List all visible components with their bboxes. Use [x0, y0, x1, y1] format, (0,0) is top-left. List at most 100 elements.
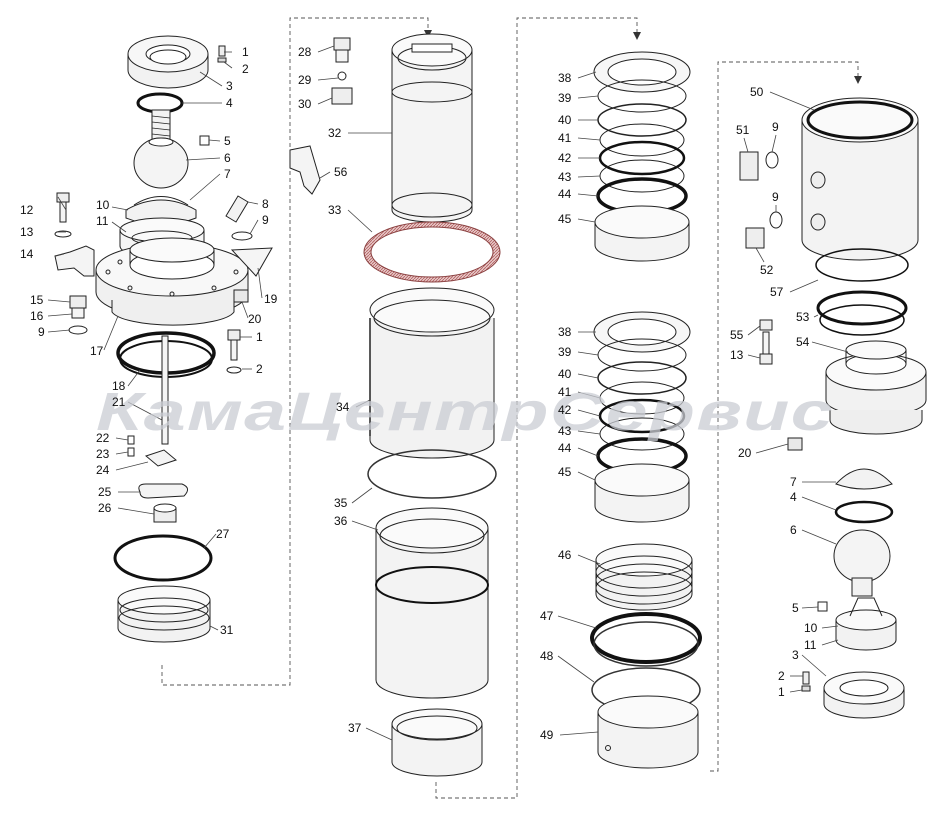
socket-parts-10-11-right	[835, 597, 897, 651]
part-label: 7	[224, 167, 231, 181]
part-label: 35	[334, 496, 348, 510]
part-label: 24	[96, 463, 110, 477]
bracket-part-56	[289, 145, 321, 195]
screw-part-8	[225, 195, 253, 241]
part-label: 56	[334, 165, 348, 179]
part-label: 29	[298, 73, 312, 87]
part-label: 43	[558, 170, 572, 184]
part-label: 31	[220, 623, 234, 637]
part-label: 2	[778, 669, 785, 683]
part-label: 28	[298, 45, 312, 59]
part-label: 2	[256, 362, 263, 376]
insert-part-5	[199, 135, 210, 146]
lower-flange-part-54	[825, 340, 927, 435]
flange-part-3-right	[823, 671, 905, 719]
ring-part-4-right	[834, 500, 894, 524]
part-label: 3	[226, 79, 233, 93]
part-label: 5	[224, 134, 231, 148]
part-label: 23	[96, 447, 110, 461]
cup-part-7-right	[835, 468, 893, 490]
part-label: 39	[558, 345, 572, 359]
part-label: 41	[558, 385, 572, 399]
part-label: 2	[242, 62, 249, 76]
spring-stud	[151, 109, 171, 141]
part-label: 51	[736, 123, 750, 137]
part-label: 46	[558, 548, 572, 562]
part-label: 12	[20, 203, 34, 217]
bushing-part-37	[391, 708, 483, 777]
part-label: 8	[262, 197, 269, 211]
bolt-part-12	[54, 192, 72, 238]
sleeve-part-49	[597, 695, 699, 769]
seal-stack-lower-38-45	[593, 311, 691, 523]
part-label: 5	[792, 601, 799, 615]
part-label: 42	[558, 403, 572, 417]
part-label: 26	[98, 501, 112, 515]
part-label: 11	[96, 214, 109, 228]
part-labels: 1 2 3 4 5 6 7 8 9 12 10 11 13 14 19 15 1…	[20, 45, 818, 742]
part-label: 1	[242, 45, 249, 59]
part-label: 40	[558, 113, 572, 127]
part-label: 50	[750, 85, 764, 99]
ball-part-6	[133, 137, 189, 189]
part-label: 43	[558, 424, 572, 438]
part-label: 16	[30, 309, 44, 323]
part-label: 39	[558, 91, 572, 105]
part-label: 48	[540, 649, 554, 663]
insert-part-5-right	[817, 601, 828, 612]
part-label: 14	[20, 247, 34, 261]
part-label: 3	[792, 648, 799, 662]
part-label: 9	[772, 190, 779, 204]
part-label: 54	[796, 335, 810, 349]
part-label: 44	[558, 187, 572, 201]
part-label: 11	[804, 638, 817, 652]
piston-part-46	[595, 543, 693, 611]
leader-lines	[47, 45, 849, 741]
part-label: 10	[96, 198, 110, 212]
nut-part-26	[153, 503, 177, 523]
part-label: 20	[738, 446, 752, 460]
sleeve-part-36	[375, 507, 489, 699]
nut-part-20	[233, 289, 249, 303]
screw-part-1	[217, 45, 227, 63]
part-label: 38	[558, 71, 572, 85]
part-label: 57	[770, 285, 784, 299]
part-label: 21	[112, 395, 126, 409]
housing-part-34	[369, 287, 495, 459]
bracket-part-14	[54, 245, 95, 277]
part-label: 30	[298, 97, 312, 111]
ring-part-57	[815, 248, 909, 282]
fitting-parts-28-30	[331, 37, 353, 105]
part-label: 47	[540, 609, 554, 623]
part-label: 9	[38, 325, 45, 339]
ring-part-35	[367, 449, 497, 499]
part-label: 55	[730, 328, 744, 342]
gasket-part-33	[363, 221, 501, 283]
sleeve-part-31	[117, 585, 211, 643]
ring-part-4	[136, 92, 184, 114]
screw-part-1-right	[801, 671, 811, 692]
part-label: 42	[558, 151, 572, 165]
part-label: 13	[20, 225, 34, 239]
part-label: 6	[224, 151, 231, 165]
plug-parts-51-52	[739, 151, 783, 249]
assembly-path-lines	[161, 17, 859, 799]
part-label: 4	[790, 490, 797, 504]
part-label: 36	[334, 514, 348, 528]
part-label: 45	[558, 212, 572, 226]
part-label: 18	[112, 379, 126, 393]
part-label: 19	[264, 292, 278, 306]
top-flange-part-3	[127, 35, 209, 89]
part-label: 25	[98, 485, 112, 499]
part-label: 44	[558, 441, 572, 455]
part-label: 1	[778, 685, 785, 699]
part-label: 1	[256, 330, 263, 344]
part-label: 53	[796, 310, 810, 324]
part-label: 9	[262, 213, 269, 227]
bolt-parts-55-13	[759, 319, 773, 365]
part-label: 41	[558, 131, 572, 145]
company-watermark: КамаЦентрСервис	[96, 382, 834, 442]
part-label: 27	[216, 527, 230, 541]
part-label: 17	[90, 344, 104, 358]
